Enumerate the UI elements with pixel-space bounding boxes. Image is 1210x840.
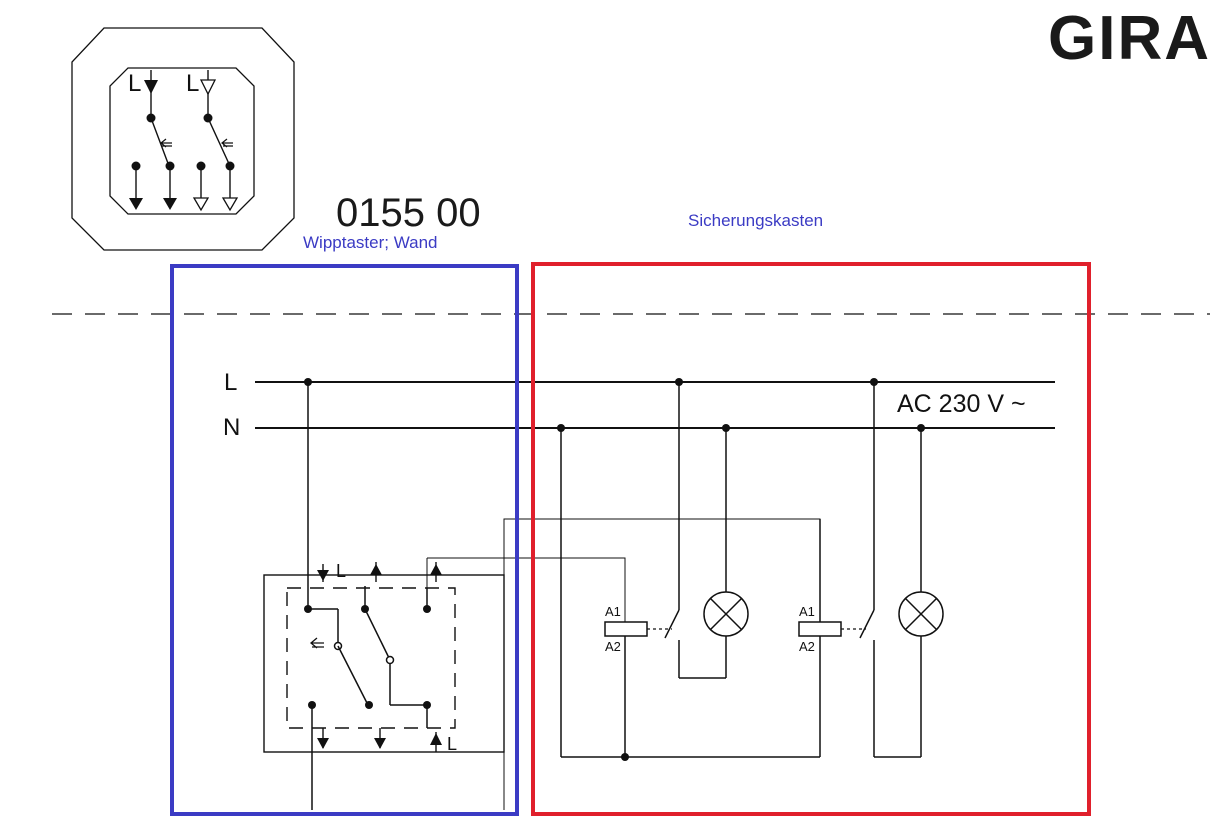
relay-2-a2-label: A2	[799, 639, 815, 654]
symbol-terminal-label-left: L	[128, 70, 142, 97]
symbol-arrow-out-hollow-icon	[221, 197, 239, 212]
terminal-arrow-out-icon	[430, 564, 442, 575]
relay-coil-2	[798, 621, 842, 637]
switch-dashed-boundary	[286, 587, 456, 729]
symbol-arrow-in-hollow-icon	[199, 79, 217, 96]
symbol-inner-frame	[109, 67, 255, 215]
symbol-arrow-out-filled-icon	[163, 198, 177, 210]
article-number: 0155 00	[336, 191, 481, 235]
switch-box-frame	[170, 264, 519, 816]
fuse-box-frame	[531, 262, 1091, 816]
symbol-arrow-in-filled-icon	[144, 80, 158, 94]
symbol-terminal-label-right: L	[186, 70, 200, 97]
relay-coil-1	[604, 621, 648, 637]
neutral-rail-label: N	[223, 414, 241, 441]
relay-1-a2-label: A2	[605, 639, 621, 654]
fuse-box-label: Sicherungskasten	[688, 211, 824, 230]
switch-box-label: Wipptaster; Wand	[303, 233, 438, 252]
switch-terminal-label-top: L	[336, 561, 347, 581]
fuse-box-wiring	[557, 378, 944, 761]
symbol-arrow-out-hollow-icon	[192, 197, 210, 212]
switch-housing	[263, 574, 505, 753]
terminal-arrow-in-icon	[317, 570, 329, 581]
terminal-arrow-out-icon	[370, 564, 382, 575]
device-symbol	[71, 27, 295, 251]
relay-2-a1-label: A1	[799, 604, 815, 619]
phase-rail-label: L	[224, 369, 238, 396]
switch-terminal-label-bottom: L	[447, 734, 458, 754]
symbol-octagon-frame	[71, 27, 295, 251]
terminal-arrow-in-icon	[430, 733, 442, 745]
terminal-arrow-out-icon	[317, 738, 329, 749]
brand-logo: GIRA	[1048, 4, 1210, 73]
symbol-arrow-out-filled-icon	[129, 198, 143, 210]
supply-voltage-label: AC 230 V ~	[897, 390, 1026, 418]
relay-1-a1-label: A1	[605, 604, 621, 619]
terminal-arrow-out-icon	[374, 738, 386, 749]
